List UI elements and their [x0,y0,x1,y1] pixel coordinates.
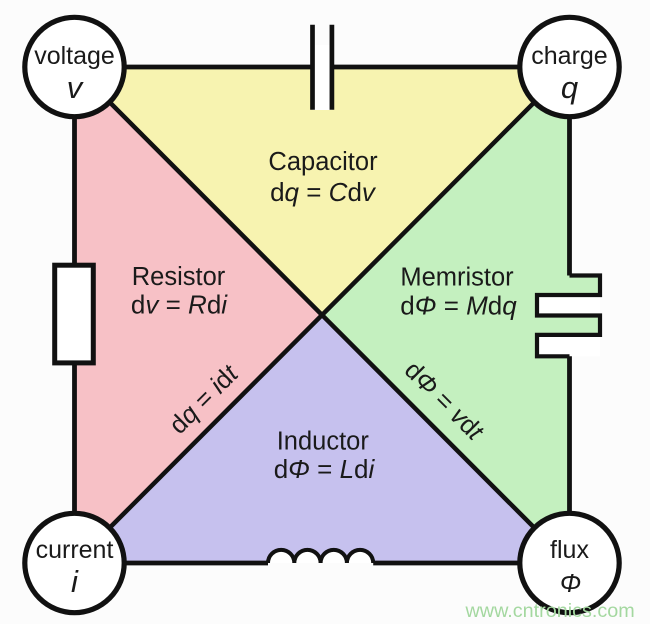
svg-text:q: q [561,70,579,105]
svg-text:dv = Rdi: dv = Rdi [131,290,228,320]
svg-text:charge: charge [531,42,607,70]
svg-text:flux: flux [550,536,589,564]
svg-text:Memristor: Memristor [400,264,514,292]
svg-text:current: current [36,536,114,564]
svg-text:voltage: voltage [34,42,115,70]
svg-text:v: v [67,70,84,105]
svg-text:Capacitor: Capacitor [268,148,378,176]
svg-text:dq = Cdv: dq = Cdv [270,177,377,207]
svg-text:www.cntronics.com: www.cntronics.com [465,600,635,622]
svg-text:Inductor: Inductor [277,428,370,456]
svg-text:Φ: Φ [560,570,581,598]
svg-text:dΦ = Mdq: dΦ = Mdq [400,291,517,321]
svg-text:Resistor: Resistor [132,263,226,291]
svg-text:i: i [71,564,79,599]
svg-text:dΦ = Ldi: dΦ = Ldi [274,454,376,484]
